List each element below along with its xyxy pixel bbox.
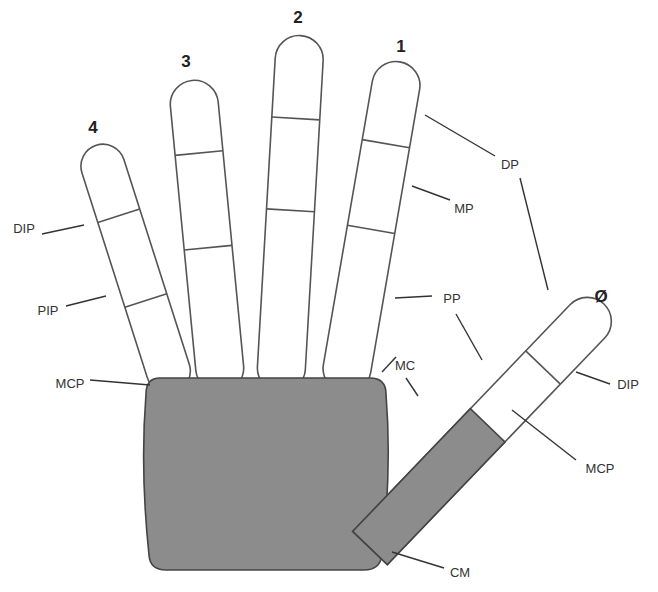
palm [144,378,389,570]
finger-1 [319,58,423,396]
callout-number: 4 [88,118,97,138]
callout-number: 2 [293,8,302,28]
callout-number: 3 [181,52,190,72]
part-label: MCP [56,376,85,391]
part-label: MP [454,201,474,216]
part-label: PP [443,291,460,306]
part-label: DIP [617,377,639,392]
callout-number: 1 [396,37,405,57]
finger-3 [168,78,246,394]
part-label: MCP [586,461,615,476]
leader-lines [42,115,610,568]
finger-2 [256,34,324,393]
part-label: CM [450,565,470,580]
part-label: DIP [13,221,35,236]
thumb [353,287,622,564]
part-label: PIP [38,303,59,318]
part-label: DP [501,157,519,172]
part-label: MC [395,358,415,373]
callout-number: Ø [594,287,607,307]
